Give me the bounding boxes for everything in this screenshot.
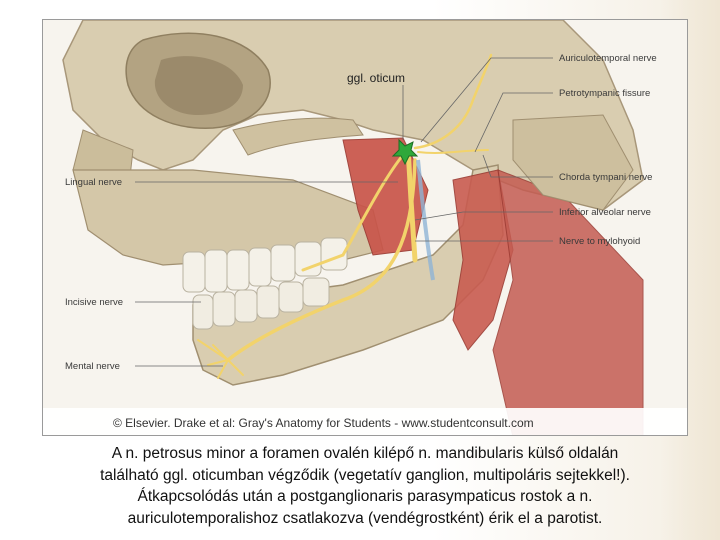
label-chorda-tympani-nerve: Chorda tympani nerve [559,172,653,183]
caption-line-1: A n. petrosus minor a foramen ovalén kil… [111,445,619,462]
nerves [197,53,493,379]
label-ggl-oticum: ggl. oticum [347,71,406,85]
lower-teeth [192,277,330,330]
slide-caption: A n. petrosus minor a foramen ovalén kil… [40,443,690,529]
label-auriculotemporal-nerve: Auriculotemporal nerve [559,53,657,64]
lingual-nerve-path [301,153,405,272]
caption-line-4: auriculotemporalishoz csatlakozva (vendé… [127,509,603,527]
inferior-alveolar-path [226,158,417,362]
zygomatic-arch [232,117,364,156]
skull-illustration [43,20,687,435]
label-mental-nerve: Mental nerve [65,361,120,372]
label-lingual-nerve: Lingual nerve [65,177,123,188]
incisive-branch [197,339,229,361]
label-inferior-alveolar-nerve: Inferior alveolar nerve [559,207,651,218]
label-incisive-nerve: Incisive nerve [65,297,124,308]
leader-lines [135,57,553,367]
anatomy-figure: ggl. oticum Auriculotemporal nerve Petro… [42,19,688,436]
mental-nerve-branches [207,344,244,379]
figure-copyright: © Elsevier. Drake et al: Gray's Anatomy … [113,416,534,430]
label-petrotympanic-fissure: Petrotympanic fissure [559,88,651,99]
chorda-tympani-path [417,149,489,154]
neck-muscle-right [492,169,644,435]
caption-line-3: Átkapcsolódás után a postganglionaris pa… [137,488,593,505]
otic-ganglion-mark [391,138,419,166]
label-nerve-to-mylohyoid: Nerve to mylohyoid [559,236,641,247]
caption-line-2: található ggl. oticumban végződik (veget… [100,466,630,484]
auriculotemporal-path [413,53,493,150]
upper-teeth [182,237,348,293]
